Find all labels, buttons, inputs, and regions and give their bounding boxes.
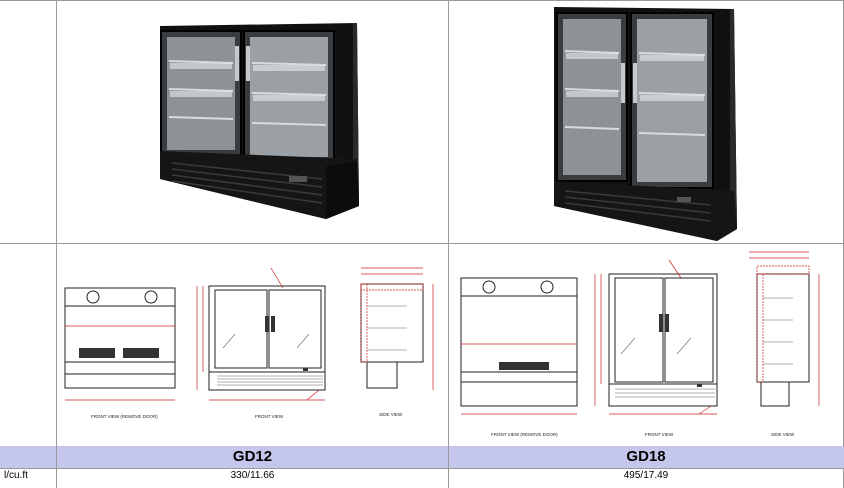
- drawing-label-front-view: FRONT VIEW: [255, 414, 284, 419]
- grid-line: [56, 0, 57, 488]
- technical-drawing-gd18: FRONT VIEW (REMOVE DOOR) FRONT VIEW SIDE…: [449, 244, 843, 446]
- drawing-label-side-view: SIDE VIEW: [379, 412, 403, 417]
- grid-line: [0, 243, 844, 244]
- grid-line: [56, 446, 57, 488]
- model-header-row: GD12 GD18: [0, 446, 844, 468]
- grid-line: [0, 468, 844, 469]
- product-photo-gd18: [449, 1, 843, 243]
- product-photo-gd12: [57, 1, 448, 243]
- capacity-row-label: l/cu.ft: [4, 470, 28, 481]
- capacity-value-gd12: 330/11.66: [230, 470, 275, 481]
- drawing-label-front-view: FRONT VIEW: [645, 432, 674, 437]
- grid-line: [0, 0, 844, 1]
- grid-line: [448, 446, 449, 488]
- technical-drawing-gd12: FRONT VIEW (REMOVE DOOR) FRONT VIEW SIDE…: [57, 244, 448, 446]
- drawing-label-front-remove-door: FRONT VIEW (REMOVE DOOR): [491, 432, 558, 437]
- drawing-label-side-view: SIDE VIEW: [771, 432, 795, 437]
- drawing-label-front-remove-door: FRONT VIEW (REMOVE DOOR): [91, 414, 158, 419]
- capacity-value-gd18: 495/17.49: [623, 470, 669, 481]
- model-name-gd12: GD12: [232, 448, 273, 465]
- model-name-gd18: GD18: [626, 448, 666, 465]
- grid-line: [448, 0, 449, 488]
